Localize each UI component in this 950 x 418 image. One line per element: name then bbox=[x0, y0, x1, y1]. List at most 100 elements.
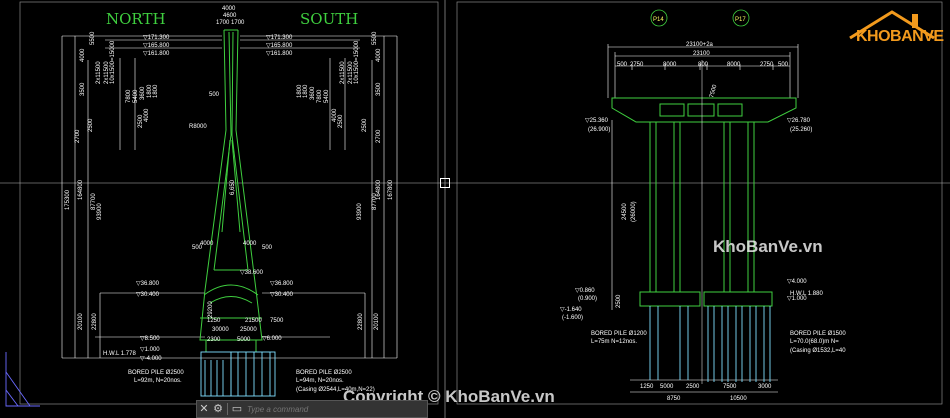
lower-level-right-1: ▽36.800 bbox=[270, 281, 294, 287]
house-logo-icon bbox=[849, 10, 935, 40]
mid-height-right-b: 93900 bbox=[357, 203, 363, 220]
top-part-4: 800 bbox=[698, 62, 709, 68]
lower-level-left-5: ▽-4.000 bbox=[140, 356, 162, 362]
top-dim-2: 4600 bbox=[223, 13, 237, 19]
lower-level-left-2: ▽30.400 bbox=[136, 292, 160, 298]
site-watermark: KhoBanVe.vn bbox=[713, 237, 823, 256]
cursor-pickbox bbox=[440, 178, 450, 188]
right-inner-dim-3: 10x1500=15000 bbox=[354, 40, 360, 84]
right-inner-dim-1: 2x11500 bbox=[340, 61, 346, 84]
bottom-dim-4: 7500 bbox=[723, 384, 737, 390]
left-inner-dim-9: 4000 bbox=[144, 108, 150, 122]
top-part-3: 8000 bbox=[663, 62, 677, 68]
pylon-elevation-view: NORTH SOUTH 4000 4600 1700 1700 bbox=[5, 6, 398, 407]
right-level-1: ▽171.300 bbox=[266, 35, 293, 41]
footing-dim: 2500 bbox=[616, 294, 622, 308]
command-divider bbox=[227, 403, 228, 415]
top-total-dim: 23100+2a bbox=[686, 42, 714, 48]
lower-level-left-4: ▽1.000 bbox=[140, 347, 160, 353]
khobanve-logo: KHOBANVE bbox=[842, 8, 944, 62]
base-dim-3: 7500 bbox=[270, 318, 284, 324]
tower-label-3: 6,650 bbox=[230, 179, 236, 195]
left-top-level-b: (26.900) bbox=[588, 127, 610, 133]
pier-label-2: P17 bbox=[735, 17, 746, 23]
left-inner-dim-5: 5400 bbox=[133, 89, 139, 103]
tower-label-5: 4000 bbox=[200, 241, 214, 247]
bottom-dim-1: 1250 bbox=[640, 384, 654, 390]
tower-label-1: 500 bbox=[209, 92, 220, 98]
sub-height-right: 164800 bbox=[376, 179, 382, 200]
bottom-dim-2: 5000 bbox=[660, 384, 674, 390]
lower-level-right-3: ▽6.000 bbox=[262, 336, 282, 342]
right-top-level-b: (25.260) bbox=[790, 127, 812, 133]
lower-dim-4: 22800 bbox=[358, 313, 364, 330]
right-inner-dim-4: 7800 bbox=[317, 89, 323, 103]
left-inner-dim-7: 1800 bbox=[147, 84, 153, 98]
right-pile-right-casing: (Casing Ø1532,L=40 bbox=[790, 348, 846, 354]
right-outer-dim-1: 5500 bbox=[372, 31, 378, 45]
total-height-left: 175300 bbox=[65, 189, 71, 210]
pier-elevation-view: P14 P17 23100+2a 23100 500 2750 8000 800… bbox=[560, 9, 846, 402]
bottom-dim-5: 3000 bbox=[758, 384, 772, 390]
top-dim-3: 1700 1700 bbox=[216, 20, 245, 26]
wrench-icon[interactable]: ⚙ bbox=[213, 403, 223, 415]
tower-label-2: R8000 bbox=[189, 124, 207, 130]
top-part-6: 2750 bbox=[760, 62, 774, 68]
top-dim-1: 4000 bbox=[222, 6, 236, 12]
command-input[interactable] bbox=[244, 403, 427, 415]
left-low-level-2: (0.900) bbox=[578, 296, 597, 302]
sub-height-left: 164800 bbox=[78, 179, 84, 200]
top-sub-dim: 23100 bbox=[693, 51, 710, 57]
left-low-level-3: ▽-1.640 bbox=[560, 307, 582, 313]
bottom-total-2: 10500 bbox=[730, 396, 747, 402]
top-part-5: 8000 bbox=[727, 62, 741, 68]
south-label: SOUTH bbox=[300, 10, 358, 28]
tower-label-7: 500 bbox=[262, 245, 273, 251]
lower-dim-1: 20100 bbox=[78, 313, 84, 330]
right-outer-dim-2: 4000 bbox=[376, 48, 382, 62]
left-inner-dim-8: 1800 bbox=[153, 84, 159, 98]
right-low-level-3: H.W.L 1.880 bbox=[790, 291, 823, 297]
top-part-7: 500 bbox=[778, 62, 789, 68]
right-pile-right-spec: L=70.0(68.0)m N= bbox=[790, 339, 839, 345]
left-outer-dim-4: 2700 bbox=[75, 129, 81, 143]
base-dim-5: 25000 bbox=[240, 327, 257, 333]
left-level-3: ▽161.800 bbox=[143, 51, 170, 57]
pier-structure bbox=[611, 97, 797, 307]
base-dim-1: 1250 bbox=[207, 318, 221, 324]
lower-level-right-2: ▽30.400 bbox=[270, 292, 294, 298]
close-icon[interactable]: ✕ bbox=[199, 403, 209, 415]
left-top-level: ▽25.360 bbox=[585, 118, 609, 124]
left-outer-dim-5: 2500 bbox=[88, 118, 94, 132]
pile-right-title: BORED PILE Ø2500 bbox=[296, 370, 352, 376]
pile-right-spec: L=94m, N=20nos. bbox=[296, 378, 344, 384]
top-part-1: 500 bbox=[617, 62, 628, 68]
left-outer-dim-1: 5500 bbox=[90, 31, 96, 45]
lower-level-left-1: ▽36.800 bbox=[136, 281, 160, 287]
left-outer-dim-3: 3500 bbox=[80, 82, 86, 96]
right-outer-dim-3: 3500 bbox=[376, 82, 382, 96]
left-inner-dim-4: 7800 bbox=[126, 89, 132, 103]
right-pile-left-spec: L=75m N=12nos. bbox=[591, 339, 637, 345]
right-outer-dim-5: 2500 bbox=[362, 118, 368, 132]
bottom-dim-3: 2500 bbox=[686, 384, 700, 390]
left-level-2: ▽165.800 bbox=[143, 43, 170, 49]
base-dim-4: 30000 bbox=[212, 327, 229, 333]
pile-left-spec: L=92m, N=20nos. bbox=[134, 378, 182, 384]
right-level-3: ▽161.800 bbox=[266, 51, 293, 57]
right-inner-dim-2: 2x11500 bbox=[348, 61, 354, 84]
right-inner-dim-9: 4000 bbox=[332, 108, 338, 122]
left-inner-dim-2: 2x11500 bbox=[104, 61, 110, 84]
right-pile-right-title: BORED PILE Ø1500 bbox=[790, 331, 846, 337]
pier-height-dim: 24500 bbox=[622, 203, 628, 220]
left-low-level-1: ▽0.860 bbox=[575, 288, 595, 294]
left-outer-dim-2: 4000 bbox=[80, 48, 86, 62]
left-inner-dim-3: 10x1500=15000 bbox=[110, 40, 116, 84]
lower-dim-3: 29200 bbox=[208, 301, 214, 318]
command-prompt-icon[interactable]: ▭ bbox=[231, 403, 243, 415]
mid-height-right: 87700 bbox=[372, 193, 378, 210]
top-part-2: 2750 bbox=[630, 62, 644, 68]
left-inner-dim-1: 2x11500 bbox=[96, 61, 102, 84]
mid-height-left-b: 93900 bbox=[97, 203, 103, 220]
